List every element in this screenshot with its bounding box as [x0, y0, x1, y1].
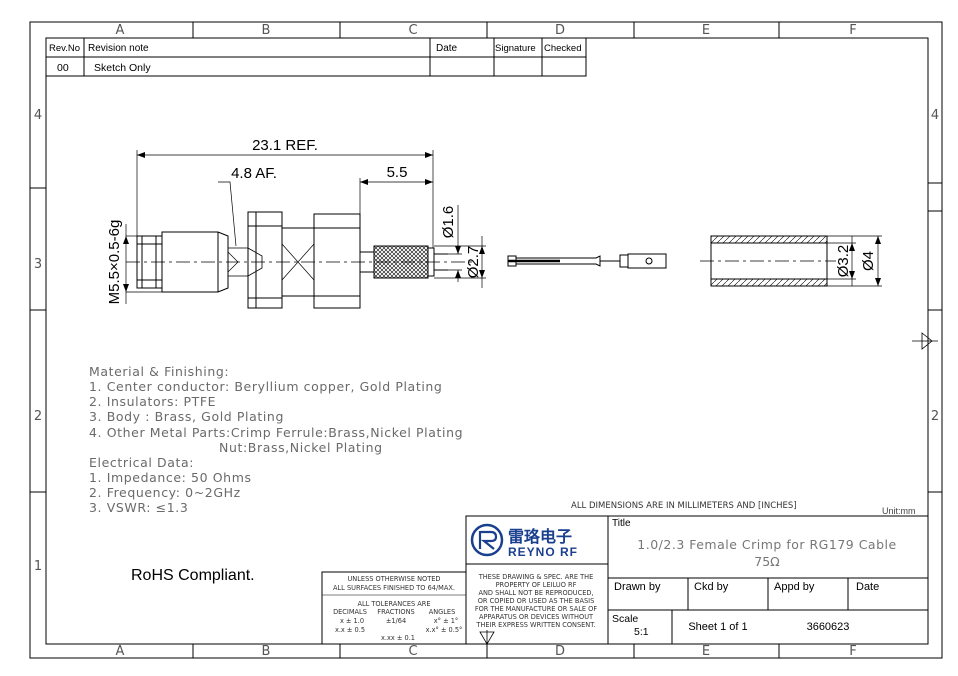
zone-col-d-bottom: D [555, 644, 565, 659]
rev-header-checked: Checked [544, 43, 582, 54]
tol-decimal-1: x ± 1.0 [340, 617, 364, 625]
rev-header-signature: Signature [495, 43, 536, 54]
zone-row-1-left: 1 [34, 559, 42, 574]
property-line-3: AND SHALL NOT BE REPRODUCED, [478, 589, 593, 597]
scale-label: Scale [612, 613, 638, 625]
zone-col-d-top: D [555, 23, 565, 38]
outer-frame [29, 21, 943, 659]
drawn-by-label: Drawn by [614, 581, 661, 593]
units-note: ALL DIMENSIONS ARE IN MILLIMETERS AND [I… [571, 501, 797, 511]
zone-col-a-top: A [116, 23, 125, 38]
right-centering-mark [912, 332, 938, 350]
zone-row-4-left: 4 [34, 108, 42, 123]
material-title: Material & Finishing: [89, 364, 229, 379]
dim-diameter-1-6: Ø1.6 [440, 206, 457, 239]
date-label: Date [856, 581, 879, 593]
electrical-item-3: 3. VSWR: ≤1.3 [89, 500, 188, 515]
tol-line-3: ALL TOLERANCES ARE [357, 600, 430, 608]
dim-ferrule-length: 5.5 [387, 164, 408, 181]
dim-diameter-2-7: Ø2.7 [465, 246, 482, 279]
scale-value: 5:1 [634, 626, 649, 638]
electrical-item-2: 2. Frequency: 0~2GHz [89, 485, 241, 500]
rev-header-no: Rev.No [49, 43, 80, 54]
zone-row-3-left: 3 [34, 257, 42, 272]
zone-col-c-bottom: C [408, 644, 417, 659]
tol-fraction: ±1/64 [386, 617, 406, 625]
material-item-3: 3. Body : Brass, Gold Plating [89, 409, 284, 424]
dim-hex-across-flats: 4.8 AF. [231, 165, 277, 182]
zone-col-b-top: B [262, 23, 271, 38]
material-item-4: 4. Other Metal Parts:Crimp Ferrule:Brass… [89, 425, 463, 440]
zone-row-2-left: 2 [34, 409, 42, 424]
company-logo: 雷珞电子 REYNO RF [470, 523, 578, 559]
rohs-label: RoHS Compliant. [131, 567, 255, 584]
zone-col-f-top: F [849, 23, 856, 38]
unit-label: Unit:mm [882, 506, 916, 516]
property-line-2: PROPERTY OF LEILUO RF [496, 581, 577, 589]
tol-angle-2: x.x° ± 0.5° [426, 626, 463, 634]
title-block [321, 515, 928, 645]
revision-table: Rev.No Revision note Date Signature Chec… [45, 37, 587, 77]
center-contact-drawing [507, 253, 667, 269]
dim-diameter-3-2: Ø3.2 [835, 245, 852, 278]
tol-line-1: UNLESS OTHERWISE NOTED [347, 575, 440, 583]
checked-by-label: Ckd by [694, 581, 729, 593]
zone-col-c-top: C [408, 23, 417, 38]
title-label: Title [612, 518, 631, 529]
zone-col-b-bottom: B [262, 644, 271, 659]
part-number: 3660623 [807, 621, 850, 633]
electrical-title: Electrical Data: [89, 455, 194, 470]
dim-thread: M5.5×0.5-6g [106, 220, 123, 305]
zone-col-f-bottom: F [849, 644, 856, 659]
company-name-cn: 雷珞电子 [508, 527, 572, 546]
drawing-title-line-2: 75Ω [754, 554, 780, 569]
rev-row-no: 00 [57, 62, 69, 74]
approved-by-label: Appd by [774, 581, 815, 593]
zone-ticks [30, 22, 942, 658]
zone-row-4-right: 4 [931, 108, 939, 123]
material-item-2: 2. Insulators: PTFE [89, 394, 216, 409]
property-line-1: THESE DRAWING & SPEC. ARE THE [478, 573, 594, 581]
tol-line-2: ALL SURFACES FINISHED TO 64/MAX. [333, 584, 455, 592]
tol-decimal-2: x.x ± 0.5 [335, 626, 365, 634]
logo-emblem-icon [470, 523, 504, 557]
property-line-4: OR COPIED OR USED AS THE BASIS [478, 597, 595, 605]
drawing-title-line-1: 1.0/2.3 Female Crimp for RG179 Cable [637, 537, 896, 552]
zone-col-a-bottom: A [116, 644, 125, 659]
rev-header-note: Revision note [88, 43, 149, 54]
dim-diameter-4: Ø4 [860, 251, 877, 271]
crimp-ferrule-drawing [700, 235, 836, 287]
electrical-item-1: 1. Impedance: 50 Ohms [89, 470, 252, 485]
rev-header-date: Date [436, 43, 458, 54]
tol-decimal-3: x.xx ± 0.1 [381, 634, 415, 642]
notes-block: Material & Finishing: 1. Center conducto… [89, 364, 463, 515]
property-line-5: FOR THE MANUFACTURE OR SALE OF [475, 605, 598, 613]
dim-overall-length: 23.1 REF. [252, 137, 318, 154]
connector-drawing [126, 211, 474, 309]
rev-row-note: Sketch Only [94, 62, 151, 74]
inner-frame [45, 37, 929, 645]
zone-col-e-bottom: E [702, 644, 710, 659]
company-name-en: REYNO RF [508, 545, 578, 559]
tol-col-decimals: DECIMALS [333, 608, 367, 616]
material-item-1: 1. Center conductor: Beryllium copper, G… [89, 379, 442, 394]
tol-angle-1: x° ± 1° [434, 617, 458, 625]
dimension-arrows [123, 152, 881, 292]
property-line-6: APPARATUS OR DEVICES WITHOUT [479, 613, 594, 621]
zone-col-e-top: E [702, 23, 710, 38]
sheet-number: Sheet 1 of 1 [688, 621, 747, 633]
material-item-4-cont: Nut:Brass,Nickel Plating [219, 440, 383, 455]
tol-col-angles: ANGLES [429, 608, 456, 616]
property-line-7: THEIR EXPRESS WRITTEN CONSENT. [475, 621, 595, 629]
zone-row-2-right: 2 [931, 409, 939, 424]
tol-col-fractions: FRACTIONS [377, 608, 414, 616]
